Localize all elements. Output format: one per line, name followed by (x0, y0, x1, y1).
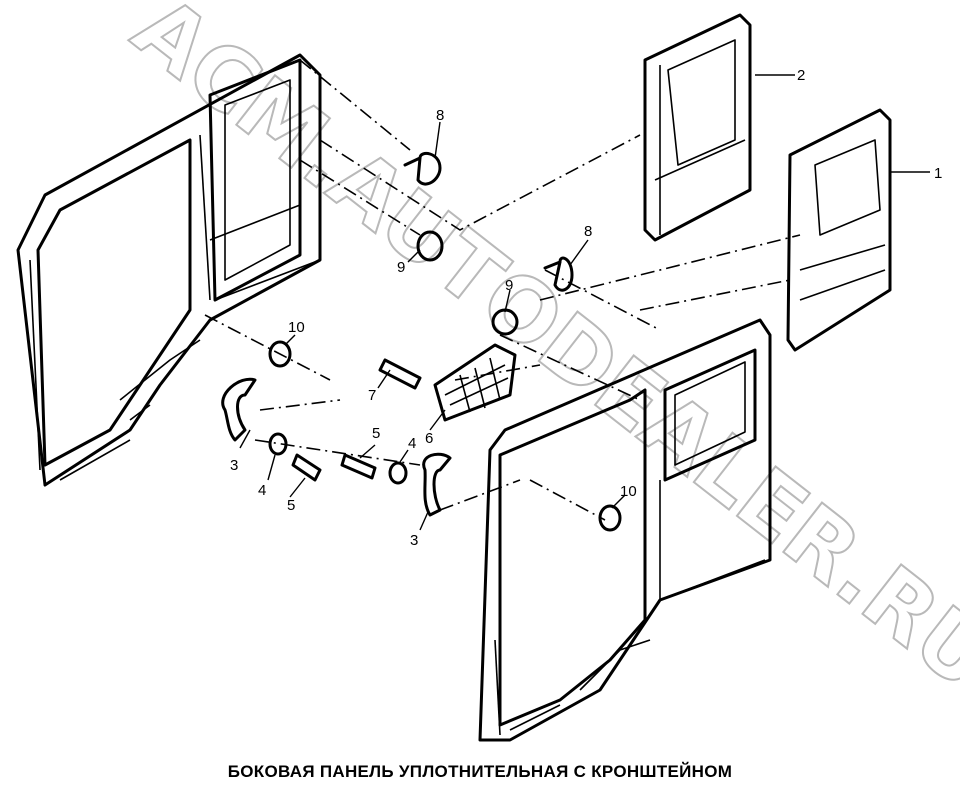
callout-3-left: 3 (230, 457, 238, 474)
left-side-frame (16, 53, 322, 487)
watermark-text: ACM.AUTODEALER.RU (115, 0, 960, 709)
diagram-caption: БОКОВАЯ ПАНЕЛЬ УПЛОТНИТЕЛЬНАЯ С КРОНШТЕЙ… (227, 762, 733, 781)
callout-4-left: 4 (258, 482, 266, 499)
callout-1: 1 (934, 165, 942, 182)
panel-2 (643, 13, 752, 242)
assembly-lines (204, 59, 801, 521)
callout-7: 7 (368, 387, 376, 404)
callout-8-right: 8 (584, 223, 592, 240)
callout-9-left: 9 (397, 259, 405, 276)
callout-9-right: 9 (505, 277, 513, 294)
leader-lines (239, 74, 930, 531)
right-side-frame (478, 318, 772, 742)
callout-4-right: 4 (408, 435, 416, 452)
callout-2: 2 (797, 67, 805, 84)
callout-8-top: 8 (436, 107, 444, 124)
callout-6: 6 (425, 430, 433, 447)
hardware (221, 151, 622, 532)
panel-1 (786, 108, 892, 352)
callout-3-right: 3 (410, 532, 418, 549)
callout-10-right: 10 (620, 483, 637, 500)
callout-5-right: 5 (372, 425, 380, 442)
callout-5-left: 5 (287, 497, 295, 514)
callout-10-left: 10 (288, 319, 305, 336)
callouts: 1 2 3 3 4 4 5 5 6 7 8 8 9 9 10 10 (230, 67, 942, 549)
